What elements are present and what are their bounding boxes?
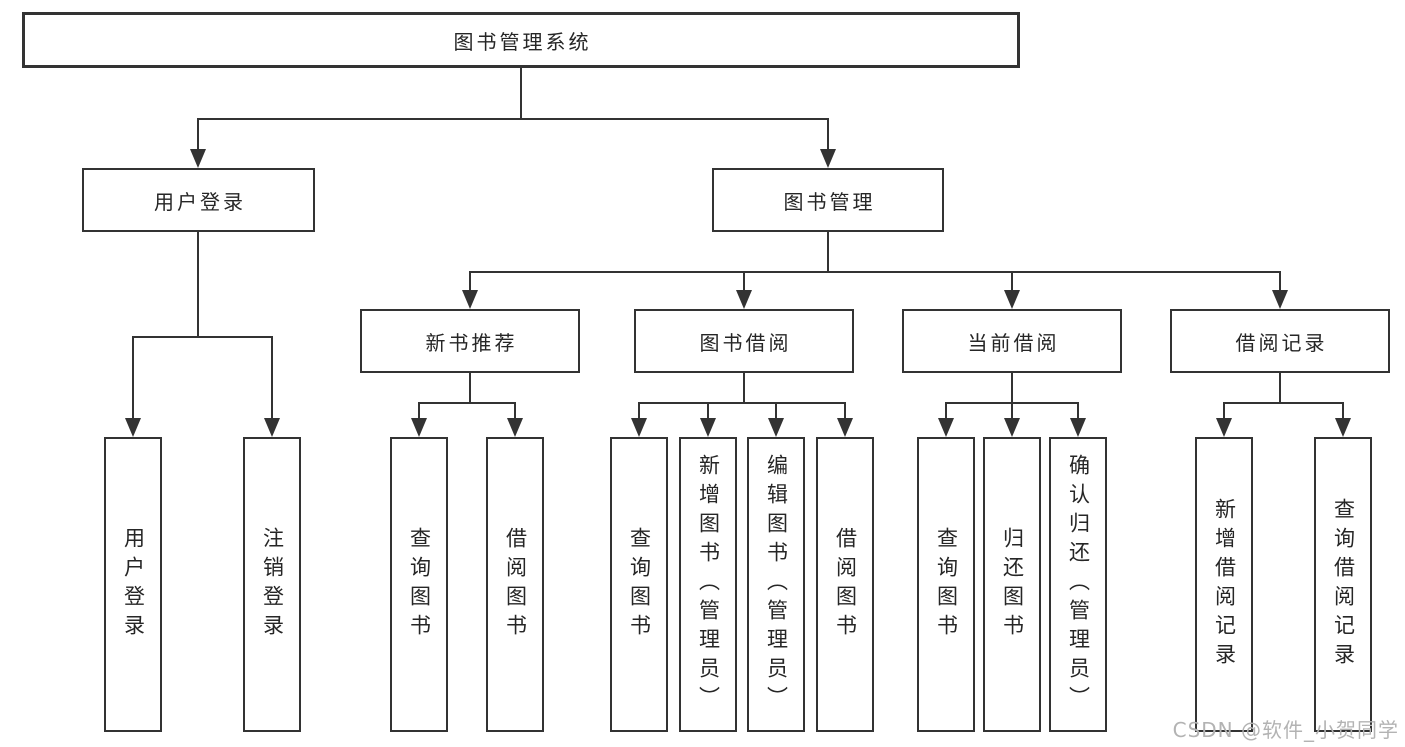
node-user-login-label: 用户登录 (154, 189, 246, 214)
arrow-records-query (1335, 402, 1351, 437)
node-leaf-edit-books-admin: 编辑图书（管理员） (747, 437, 805, 732)
node-leaf-logout: 注销登录 (243, 437, 301, 732)
node-leaf-query-books-recommend-label: 查询图书 (407, 526, 432, 643)
arrow-current-query (938, 402, 954, 437)
node-leaf-return-books: 归还图书 (983, 437, 1041, 732)
node-leaf-add-books-admin-label: 新增图书（管理员） (696, 454, 721, 715)
connector-borrow-records-vline (1279, 373, 1281, 402)
node-current-borrow-label: 当前借阅 (967, 330, 1060, 355)
arrow-new-book-borrow (507, 402, 523, 437)
connector-user-login-hline (132, 336, 273, 338)
node-root-label: 图书管理系统 (453, 29, 592, 54)
node-leaf-query-books-borrow-label: 查询图书 (627, 526, 652, 643)
watermark: CSDN @软件_小贺同学 (1172, 718, 1399, 742)
node-book-borrow: 图书借阅 (634, 309, 854, 373)
node-leaf-edit-books-admin-label: 编辑图书（管理员） (764, 454, 789, 715)
node-leaf-user-login-label: 用户登录 (121, 526, 146, 643)
node-leaf-query-borrow-record: 查询借阅记录 (1314, 437, 1372, 732)
node-leaf-add-books-admin: 新增图书（管理员） (679, 437, 737, 732)
arrow-borrow-edit (768, 402, 784, 437)
node-leaf-confirm-return-admin-label: 确认归还（管理员） (1066, 454, 1091, 715)
node-leaf-borrow-books-recommend: 借阅图书 (486, 437, 544, 732)
arrow-current-return (1004, 402, 1020, 437)
node-leaf-borrow-books-recommend-label: 借阅图书 (503, 526, 528, 643)
connector-book-borrow-hline (638, 402, 846, 404)
node-leaf-return-books-label: 归还图书 (1000, 526, 1025, 643)
node-borrow-records-label: 借阅记录 (1235, 330, 1328, 355)
arrow-to-book-management (820, 118, 836, 168)
node-book-management: 图书管理 (712, 168, 944, 232)
node-leaf-confirm-return-admin: 确认归还（管理员） (1049, 437, 1107, 732)
node-borrow-records: 借阅记录 (1170, 309, 1390, 373)
connector-root-vline (520, 68, 522, 118)
node-leaf-logout-label: 注销登录 (260, 526, 285, 643)
arrow-current-confirm (1070, 402, 1086, 437)
arrow-to-user-login (190, 118, 206, 168)
arrow-borrow-borrow (837, 402, 853, 437)
node-leaf-query-borrow-record-label: 查询借阅记录 (1331, 497, 1356, 672)
node-root: 图书管理系统 (22, 12, 1020, 68)
node-user-login: 用户登录 (82, 168, 315, 232)
node-new-book-recommend-label: 新书推荐 (425, 330, 518, 355)
arrow-new-book-query (411, 402, 427, 437)
connector-current-borrow-vline (1011, 373, 1013, 402)
connector-borrow-records-hline (1223, 402, 1344, 404)
node-leaf-add-borrow-record-label: 新增借阅记录 (1212, 497, 1237, 672)
arrow-records-add (1216, 402, 1232, 437)
connector-book-borrow-vline (743, 373, 745, 402)
node-book-borrow-label: 图书借阅 (699, 330, 792, 355)
arrow-to-book-borrow (736, 271, 752, 309)
node-new-book-recommend: 新书推荐 (360, 309, 580, 373)
connector-book-management-hline (469, 271, 1281, 273)
node-leaf-query-books-recommend: 查询图书 (390, 437, 448, 732)
node-book-management-label: 图书管理 (783, 189, 876, 214)
node-leaf-query-books-borrow: 查询图书 (610, 437, 668, 732)
node-leaf-query-books-current-label: 查询图书 (934, 526, 959, 643)
connector-user-login-vline (197, 232, 199, 336)
arrow-to-login-action (125, 336, 141, 437)
connector-book-management-vline (827, 232, 829, 272)
node-leaf-user-login: 用户登录 (104, 437, 162, 732)
arrow-to-current-borrow (1004, 271, 1020, 309)
arrow-borrow-add (700, 402, 716, 437)
arrow-to-logout-action (264, 336, 280, 437)
connector-new-book-hline (418, 402, 516, 404)
arrow-borrow-query (631, 402, 647, 437)
arrow-to-borrow-records (1272, 271, 1288, 309)
node-leaf-borrow-books-borrow: 借阅图书 (816, 437, 874, 732)
connector-root-hline (197, 118, 829, 120)
node-leaf-query-books-current: 查询图书 (917, 437, 975, 732)
node-leaf-borrow-books-borrow-label: 借阅图书 (833, 526, 858, 643)
arrow-to-new-book-recommend (462, 271, 478, 309)
node-leaf-add-borrow-record: 新增借阅记录 (1195, 437, 1253, 732)
connector-new-book-vline (469, 373, 471, 402)
node-current-borrow: 当前借阅 (902, 309, 1122, 373)
